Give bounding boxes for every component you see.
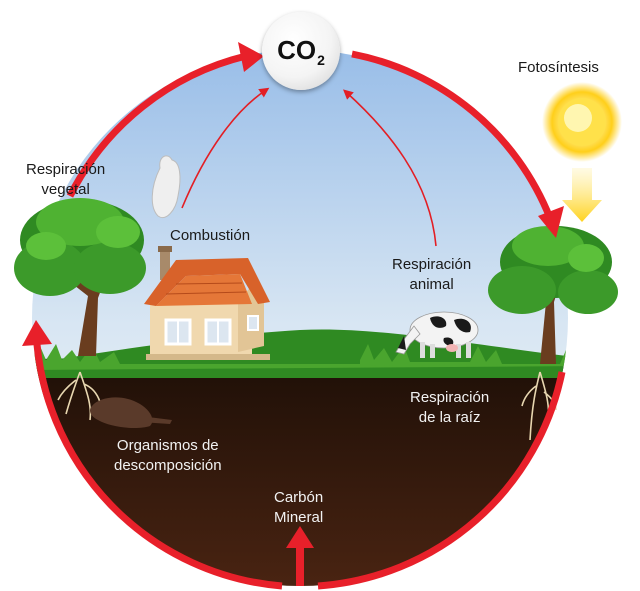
cow-icon xyxy=(395,311,479,358)
arrowhead-to-right-tree xyxy=(538,206,564,238)
tree-left-icon xyxy=(14,198,146,356)
arrowhead-center-up xyxy=(286,526,314,548)
label-carbon-mineral-line1: Carbón xyxy=(274,489,324,506)
co2-bubble: CO2 xyxy=(262,12,340,90)
label-fotosintesis: Fotosíntesis xyxy=(518,58,599,78)
label-respiracion-animal: Respiración animal xyxy=(392,255,471,295)
co2-base: CO xyxy=(277,34,317,65)
cycle-arrowheads xyxy=(22,42,564,586)
sun-icon xyxy=(542,82,622,162)
label-organismos: Organismos de descomposición xyxy=(114,436,222,476)
label-respiracion-vegetal: Respiración vegetal xyxy=(26,160,105,200)
animal-respiration-arrow xyxy=(343,89,437,247)
label-carbon-mineral-line2: Mineral xyxy=(274,509,324,526)
label-respiracion-raiz: Respiración de la raíz xyxy=(410,388,489,428)
roots xyxy=(57,371,557,441)
label-combustion-text: Combustión xyxy=(170,227,251,244)
tree-right-icon xyxy=(488,226,618,364)
co2-formula: CO2 xyxy=(277,35,325,68)
sunlight-arrow-icon xyxy=(562,168,602,222)
label-fotosintesis-text: Fotosíntesis xyxy=(518,59,599,76)
label-organismos-line2: descomposición xyxy=(114,457,222,474)
house-icon xyxy=(144,246,270,360)
label-combustion: Combustión xyxy=(170,226,250,246)
arrowhead-to-co2 xyxy=(238,42,264,72)
label-respiracion-vegetal-line1: Respiración xyxy=(26,161,106,178)
label-respiracion-raiz-line1: Respiración xyxy=(410,389,490,406)
combustion-arrow xyxy=(181,87,270,209)
emission-arrows xyxy=(181,87,437,247)
cycle-arc-bottom-left xyxy=(32,329,283,590)
label-respiracion-vegetal-line2: vegetal xyxy=(41,181,90,198)
label-respiracion-animal-line1: Respiración xyxy=(392,256,472,273)
label-carbon-mineral: Carbón Mineral xyxy=(274,488,323,528)
carbon-cycle-ring xyxy=(32,50,566,590)
co2-subscript: 2 xyxy=(317,51,325,68)
cycle-arc-bottom-right xyxy=(317,371,566,590)
smoke-icon xyxy=(151,155,181,218)
label-organismos-line1: Organismos de xyxy=(116,437,219,454)
label-respiracion-animal-line2: animal xyxy=(409,276,454,293)
cycle-arc-top-right xyxy=(351,50,554,220)
arrowhead-left-up xyxy=(22,320,52,346)
cycle-arc-top-left xyxy=(66,52,247,198)
label-respiracion-raiz-line2: de la raíz xyxy=(418,409,481,426)
decomposing-log-icon xyxy=(90,397,172,428)
